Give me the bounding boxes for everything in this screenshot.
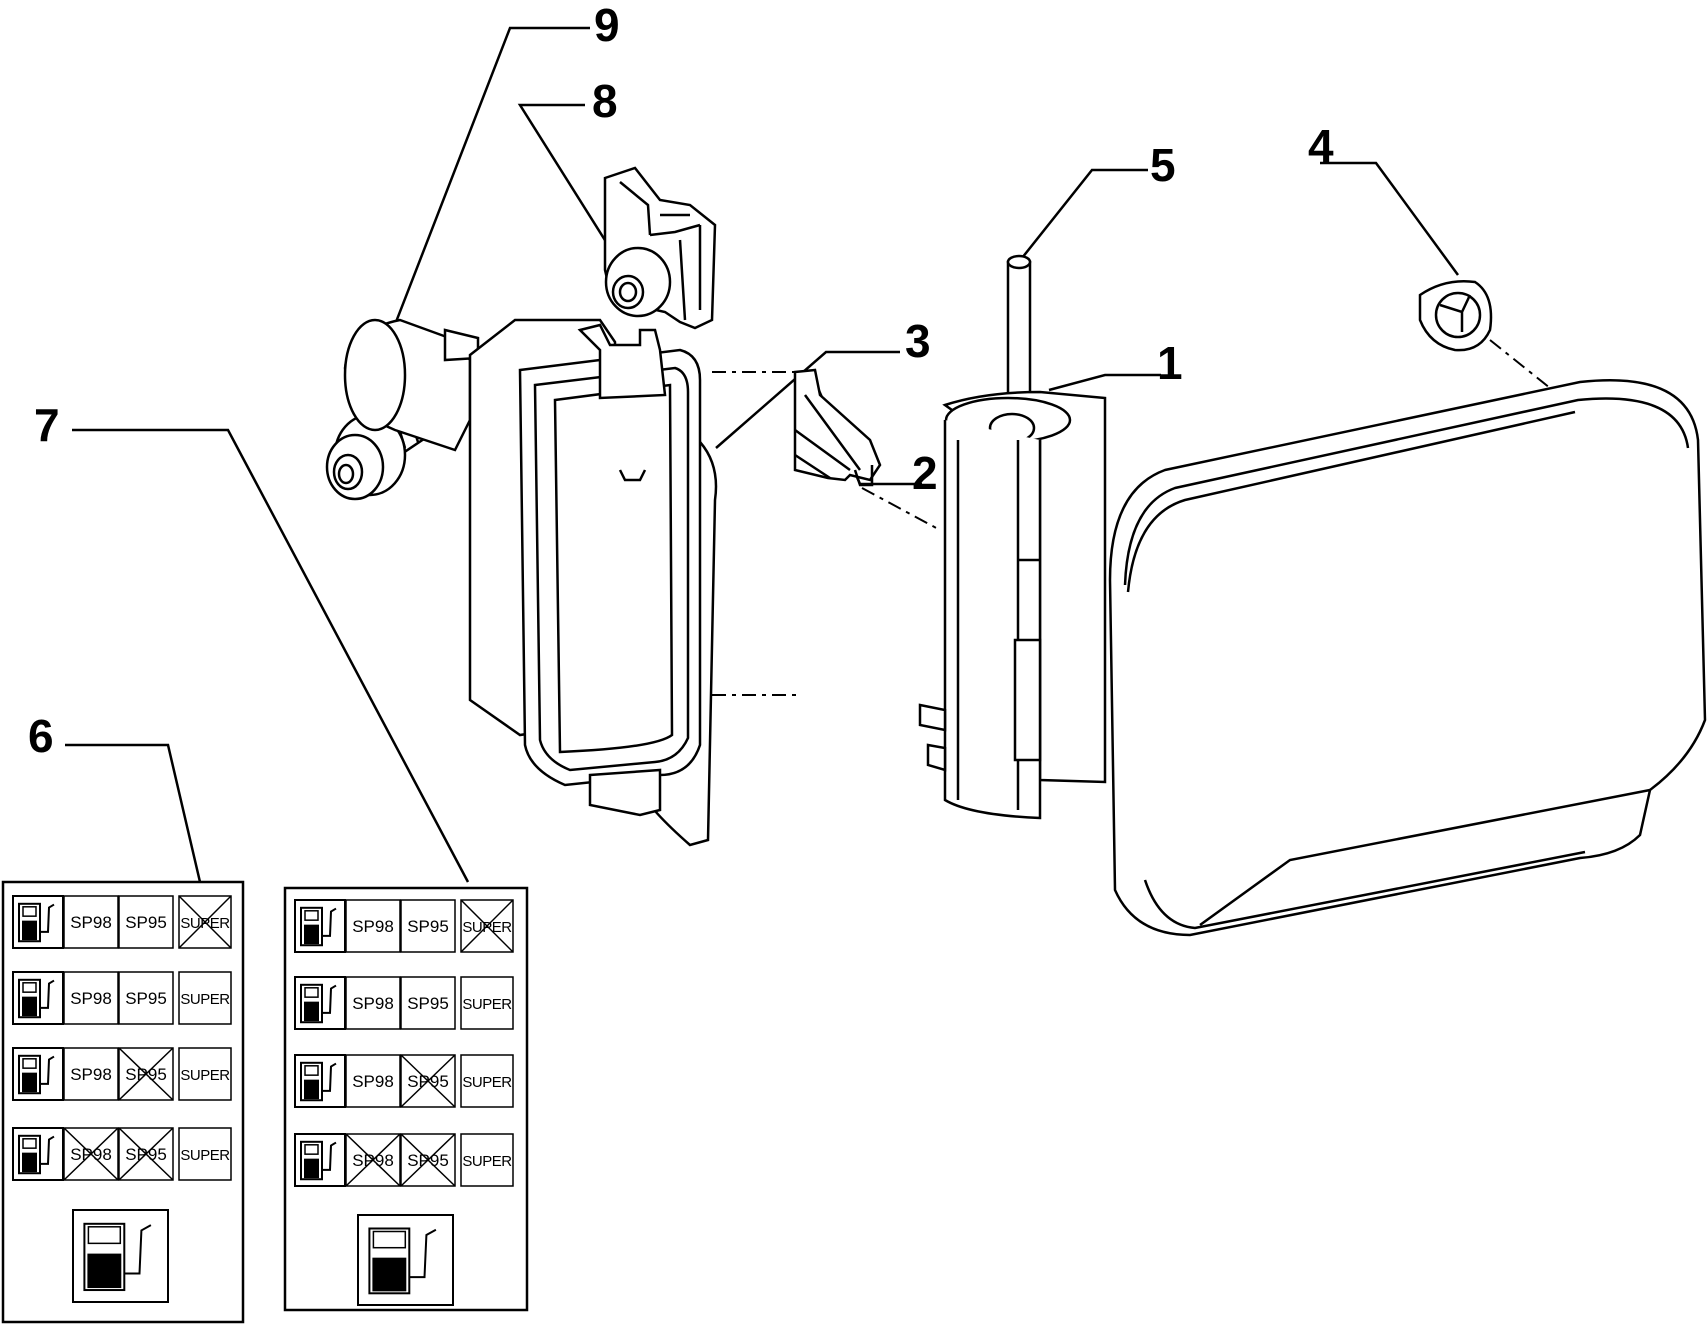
- fuel-label-sheet-part-6: SP98SP95SUPERSP98SP95SUPERSP98SP95SUPERS…: [1, 880, 245, 1324]
- sp95-cell: SP95: [118, 895, 174, 949]
- fuel-pump-icon: [294, 976, 346, 1030]
- callout-7: 7: [34, 399, 60, 451]
- callout-9: 9: [594, 0, 620, 51]
- super-cell: SUPER: [178, 1047, 232, 1101]
- super-cell-text: SUPER: [180, 915, 230, 932]
- sp98-cell: SP98: [63, 971, 119, 1025]
- leader-line-4: [1320, 161, 1460, 276]
- sp98-cell-text: SP98: [352, 1072, 394, 1091]
- sheet-7-row-3: SP98 SP95 SUPER: [294, 1054, 514, 1108]
- super-cell-text: SUPER: [462, 919, 512, 936]
- sp98-cell: SP98: [63, 1127, 119, 1181]
- leader-line-7: [72, 428, 470, 883]
- sp98-cell-text: SP98: [70, 989, 112, 1008]
- super-cell: SUPER: [178, 1127, 232, 1181]
- super-cell-text: SUPER: [180, 1067, 230, 1084]
- sp98-cell: SP98: [345, 899, 401, 953]
- sp95-cell: SP95: [400, 1054, 456, 1108]
- fuel-pump-icon: [12, 971, 64, 1025]
- dash-latch-to-hinge: [861, 487, 941, 531]
- fuel-pump-icon: [12, 1047, 64, 1101]
- callout-1: 1: [1157, 337, 1183, 389]
- sp98-cell-text: SP98: [70, 1065, 112, 1084]
- fuel-pump-icon: [12, 1127, 64, 1181]
- sp95-cell: SP95: [118, 1047, 174, 1101]
- super-cell: SUPER: [460, 1133, 514, 1187]
- super-cell-text: SUPER: [462, 1074, 512, 1091]
- sp95-cell-text: SP95: [125, 989, 167, 1008]
- super-cell-text: SUPER: [180, 991, 230, 1008]
- sp95-cell-text: SP95: [125, 913, 167, 932]
- sheet-6-row-3: SP98 SP95 SUPER: [12, 1047, 232, 1101]
- sheet-7-row-2: SP98 SP95 SUPER: [294, 976, 514, 1030]
- latch-part-2: [793, 368, 882, 487]
- fuel-pump-icon: [294, 1133, 346, 1187]
- sp95-cell: SP95: [118, 971, 174, 1025]
- leader-line-5: [1021, 168, 1148, 259]
- fuel-label-sheet-part-7: SP98SP95SUPERSP98SP95SUPERSP98SP95SUPERS…: [283, 886, 529, 1312]
- super-cell: SUPER: [460, 976, 514, 1030]
- leader-line-8: [517, 103, 627, 273]
- fuel-pump-icon-large: [72, 1209, 169, 1303]
- callout-5: 5: [1150, 139, 1176, 191]
- fuel-pump-icon: [12, 895, 64, 949]
- sp95-cell: SP95: [400, 1133, 456, 1187]
- callout-3: 3: [905, 315, 931, 367]
- super-cell: SUPER: [460, 899, 514, 953]
- sp95-cell: SP95: [400, 899, 456, 953]
- callout-6: 6: [28, 710, 54, 762]
- leader-line-9: [356, 26, 590, 421]
- sp95-cell: SP95: [118, 1127, 174, 1181]
- sp98-cell: SP98: [63, 1047, 119, 1101]
- grommet-part-4: [1418, 280, 1493, 352]
- sheet-6-row-2: SP98 SP95 SUPER: [12, 971, 232, 1025]
- dash-grommet-to-door: [1489, 339, 1556, 393]
- housing-part-3: [343, 318, 718, 847]
- fuel-pump-icon: [294, 899, 346, 953]
- callout-8: 8: [592, 75, 618, 127]
- sp98-cell: SP98: [345, 1054, 401, 1108]
- sp98-cell: SP98: [345, 976, 401, 1030]
- clip-nut-part-8: [603, 166, 717, 330]
- sp98-cell-text: SP98: [352, 994, 394, 1013]
- leader-lines: [65, 26, 1460, 883]
- super-cell-text: SUPER: [462, 996, 512, 1013]
- sp98-cell-text: SP98: [70, 913, 112, 932]
- sheet-6-row-1: SP98 SP95 SUPER: [12, 895, 232, 949]
- leader-line-1: [1048, 373, 1161, 392]
- super-cell-text: SUPER: [462, 1153, 512, 1170]
- sheet-7-row-1: SP98 SP95 SUPER: [294, 899, 514, 953]
- hinge-arm-part-1: [918, 390, 1107, 820]
- sp95-cell: SP95: [400, 976, 456, 1030]
- sp98-cell-text: SP98: [352, 917, 394, 936]
- super-cell: SUPER: [460, 1054, 514, 1108]
- leader-line-6: [65, 743, 202, 883]
- sp98-cell: SP98: [63, 895, 119, 949]
- fuel-pump-icon: [294, 1054, 346, 1108]
- leader-line-3: [715, 350, 900, 449]
- fuel-pump-icon-large: [357, 1214, 454, 1306]
- fuel-flap-door-part-1: [1108, 378, 1707, 937]
- super-cell-text: SUPER: [180, 1147, 230, 1164]
- sp95-cell-text: SP95: [407, 994, 449, 1013]
- sp95-cell-text: SP95: [407, 917, 449, 936]
- callout-4: 4: [1308, 120, 1334, 172]
- super-cell: SUPER: [178, 895, 232, 949]
- callout-2: 2: [912, 447, 938, 499]
- super-cell: SUPER: [178, 971, 232, 1025]
- sp98-cell: SP98: [345, 1133, 401, 1187]
